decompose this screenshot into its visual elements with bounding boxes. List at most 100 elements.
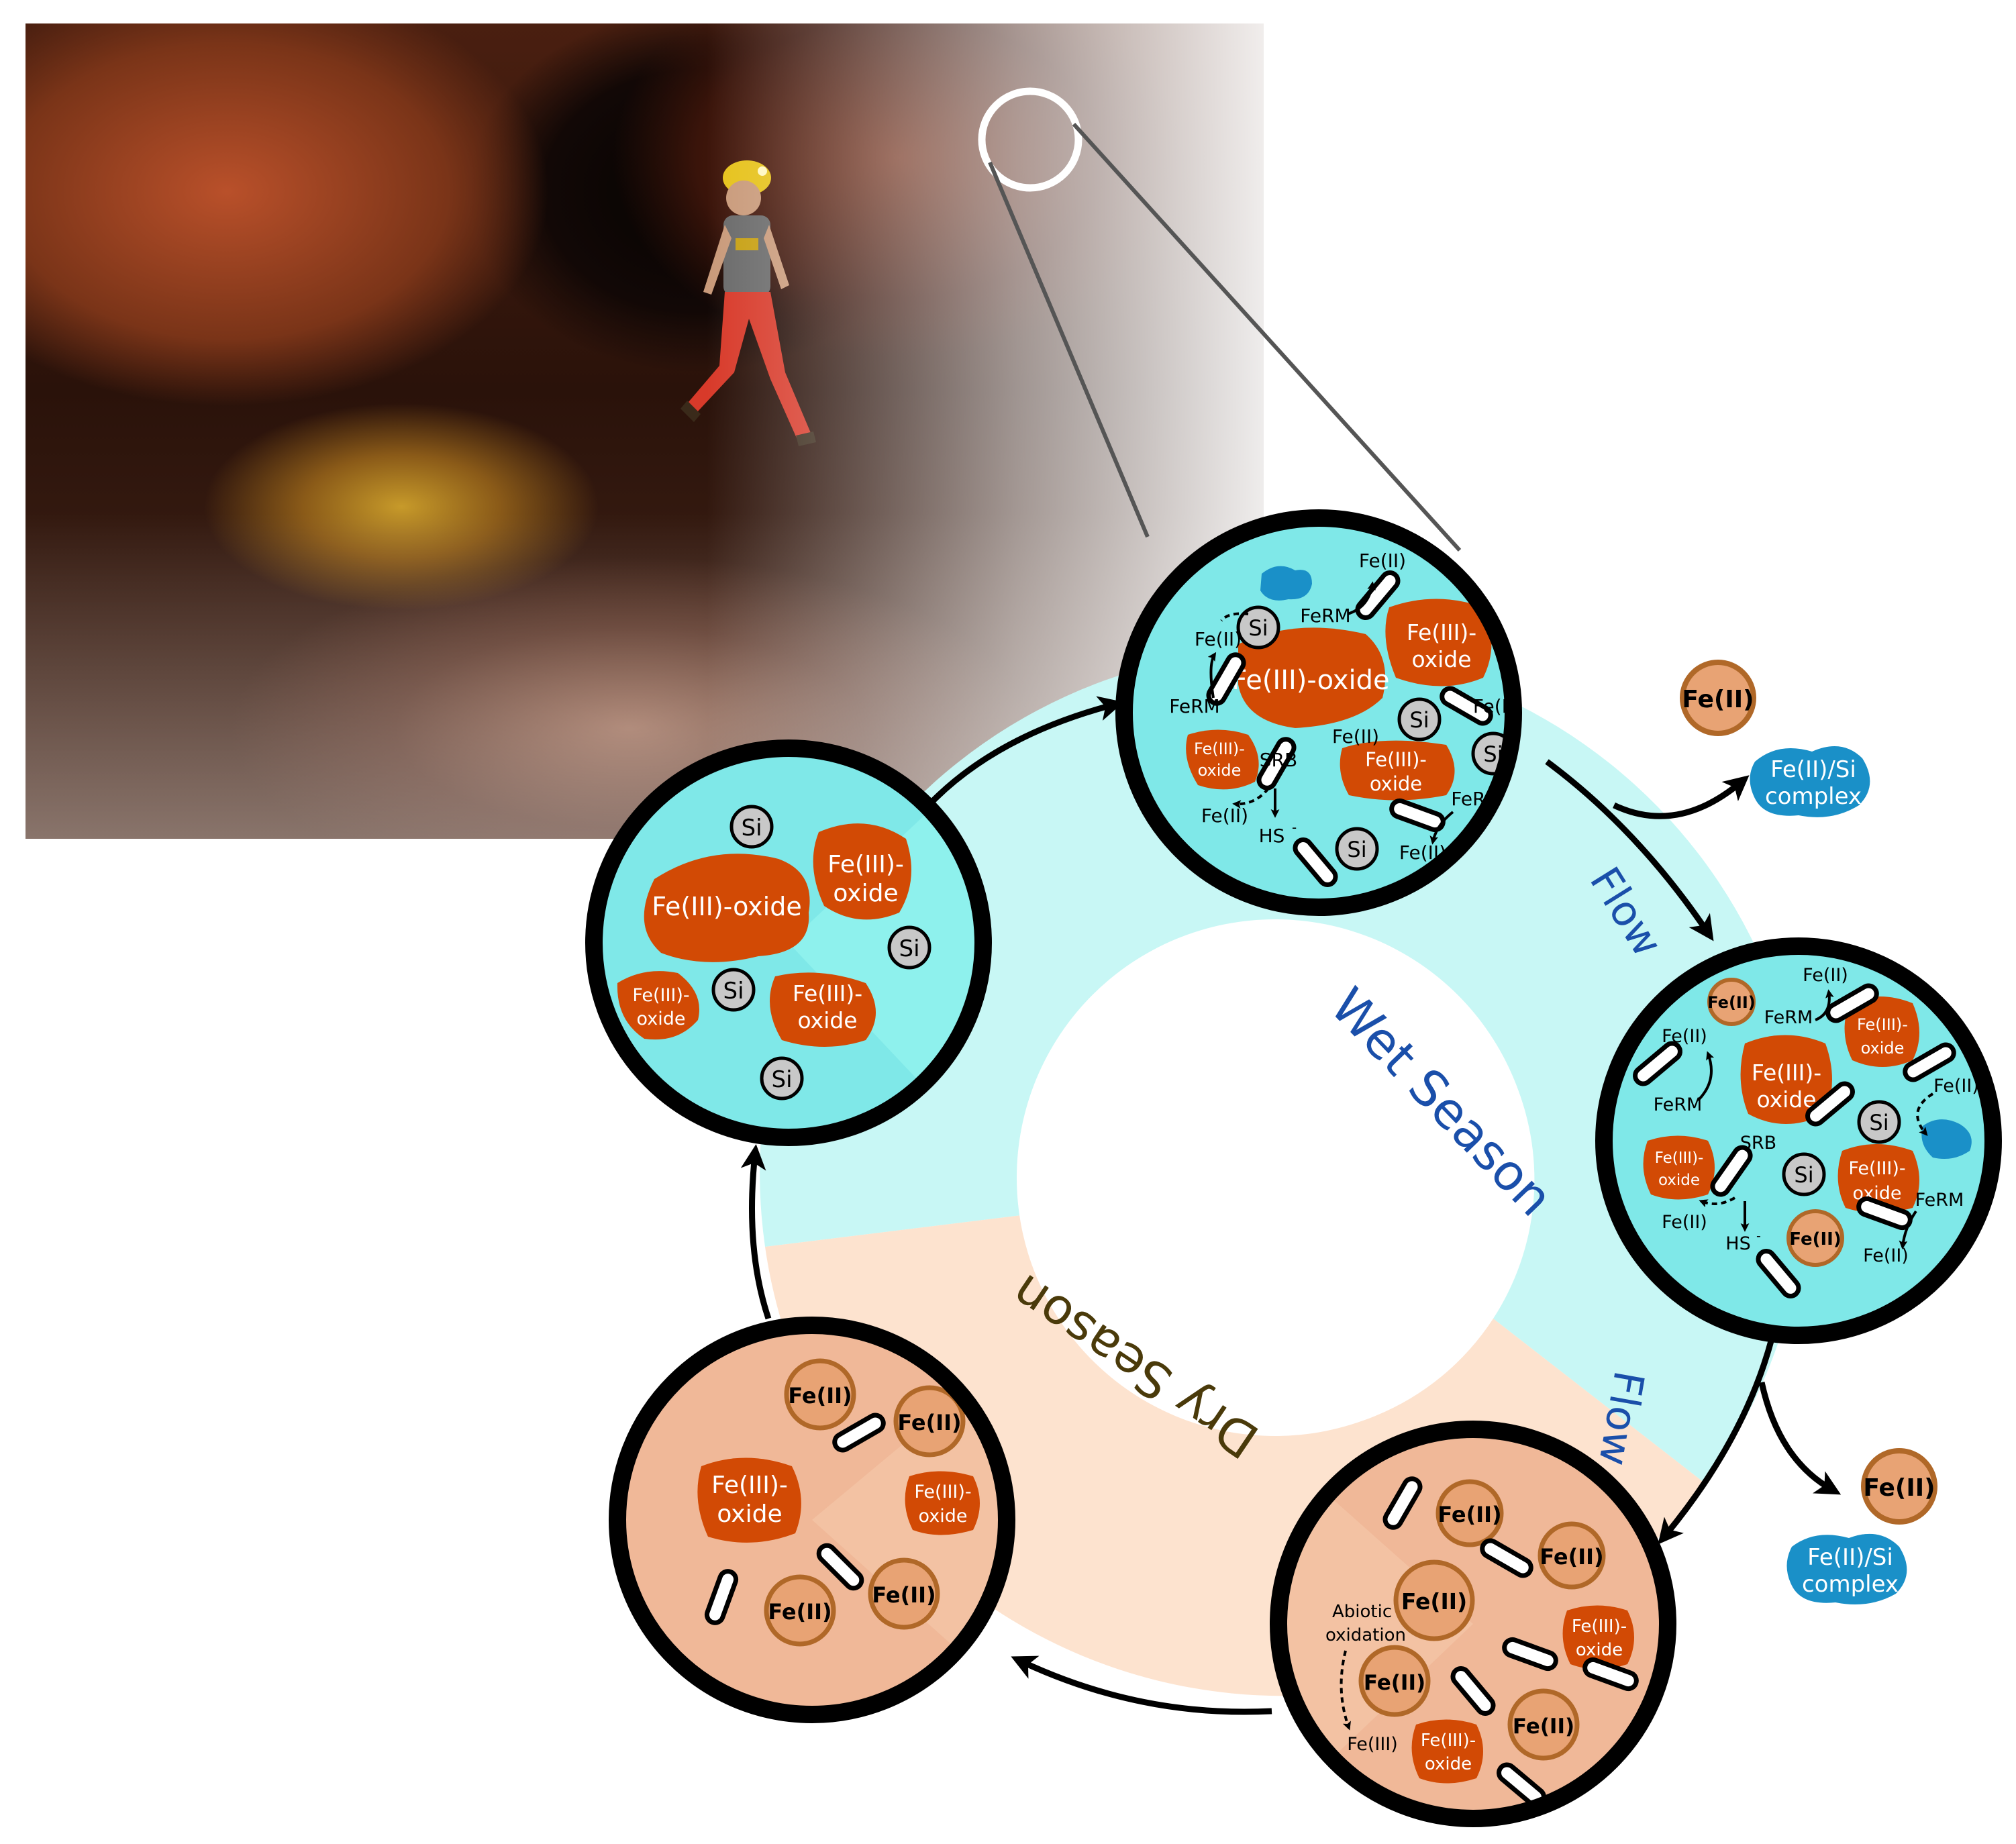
svg-text:Abiotic: Abiotic — [1332, 1602, 1392, 1622]
arrow-c4-to-c5 — [1011, 1655, 1272, 1715]
svg-text:Fe(II): Fe(II) — [1513, 1714, 1574, 1739]
wet-season-band — [760, 649, 1807, 1483]
fe2-particle — [1358, 1645, 1431, 1717]
svg-text:Fe(II): Fe(II) — [1401, 1588, 1467, 1615]
magnifier-line-left — [988, 161, 1150, 538]
svg-text:Fe(II): Fe(II) — [1789, 1229, 1841, 1249]
svg-text:Fe(III)-oxide: Fe(III)-oxide — [652, 892, 801, 921]
fe2-particle — [1435, 1479, 1504, 1547]
fe3-oxide-blob — [1562, 1605, 1634, 1670]
svg-text:Fe(II)/Si: Fe(II)/Si — [1807, 1544, 1893, 1571]
svg-text:Fe(III)-: Fe(III)- — [1421, 1731, 1476, 1751]
svg-text:Fe(III): Fe(III) — [1347, 1734, 1398, 1755]
svg-text:Si: Si — [1794, 1162, 1813, 1188]
svg-text:Si: Si — [1248, 615, 1268, 641]
svg-text:oxide: oxide — [1861, 1039, 1905, 1058]
svg-text:Fe(II): Fe(II) — [1332, 725, 1379, 748]
fe3-oxide-blob — [1740, 1035, 1832, 1124]
fe3-oxide-blob — [1837, 1144, 1919, 1213]
arrow-c1-to-c2 — [917, 696, 1124, 817]
svg-text:HS: HS — [1725, 1233, 1750, 1254]
svg-text:Fe(II): Fe(II) — [1682, 686, 1754, 713]
svg-text:Fe(II): Fe(II) — [1803, 965, 1848, 986]
svg-text:Fe(III)-: Fe(III)- — [793, 980, 862, 1007]
svg-text:Fe(II): Fe(II) — [1359, 550, 1406, 572]
si-complex-icon — [1786, 1533, 1907, 1605]
fe3-oxide-blob — [1238, 627, 1386, 728]
svg-text:Fe(III)-: Fe(III)- — [632, 985, 689, 1006]
fe2-particle — [1507, 1688, 1580, 1761]
fe3-oxide-blob — [697, 1457, 801, 1543]
fe2-particle — [784, 1358, 856, 1431]
si-complex-icon — [1921, 1119, 1972, 1160]
fe3-oxide-blob — [644, 854, 810, 962]
circle-2-wet-microbes: Fe(III)-oxide Fe(III)- oxide Fe(III)- ox… — [1115, 509, 1522, 916]
svg-text:Si: Si — [1347, 837, 1366, 862]
svg-text:Fe(III)-: Fe(III)- — [1655, 1149, 1704, 1167]
svg-text:Fe(II): Fe(II) — [1863, 1245, 1909, 1266]
fe2-particle — [1786, 1209, 1844, 1267]
svg-text:Fe(III)-: Fe(III)- — [711, 1472, 788, 1499]
magnifier-line-right — [1072, 122, 1462, 552]
fe2-particle — [868, 1557, 940, 1630]
svg-text:SRB: SRB — [1260, 749, 1297, 771]
fe2-particle — [1393, 1559, 1475, 1641]
svg-text:Fe(III)-: Fe(III)- — [1365, 748, 1427, 771]
svg-text:Si: Si — [1869, 1110, 1888, 1135]
svg-text:FeRM: FeRM — [1915, 1190, 1964, 1211]
svg-text:-: - — [1756, 1229, 1761, 1243]
svg-text:Fe(II): Fe(II) — [1707, 993, 1756, 1012]
svg-text:Fe(III)-: Fe(III)- — [1572, 1617, 1627, 1637]
svg-text:Fe(III)-: Fe(III)- — [1407, 619, 1476, 646]
circle-5-dry: Fe(II) Fe(II) Fe(II) Fe(II) Fe(III)- oxi… — [609, 1317, 1015, 1723]
svg-text:oxide: oxide — [1658, 1172, 1700, 1189]
svg-text:oxide: oxide — [717, 1500, 782, 1528]
magnifier-lens — [978, 87, 1082, 192]
arrow-export-1 — [1613, 775, 1750, 819]
svg-text:Fe(III)-oxide: Fe(III)-oxide — [1231, 665, 1389, 696]
fe3-oxide-blob — [1643, 1135, 1715, 1200]
svg-text:Fe(III)-: Fe(III)- — [1848, 1158, 1905, 1179]
fe3-oxide-blob — [1411, 1719, 1483, 1784]
fe3-oxide-blob — [1844, 996, 1919, 1067]
svg-text:FeRM: FeRM — [1169, 695, 1219, 717]
svg-text:Fe(III)-: Fe(III)- — [1752, 1060, 1821, 1086]
svg-text:oxide: oxide — [1576, 1640, 1623, 1660]
svg-text:Fe(II): Fe(II) — [1195, 628, 1242, 650]
fe3-oxide-blob — [905, 1471, 980, 1535]
si-complex-icon — [1750, 746, 1870, 817]
svg-text:Si: Si — [741, 815, 762, 841]
circle-4-dry-oxidation: Fe(II) Fe(II) Fe(II) Fe(II) Fe(II) Fe(II… — [1270, 1421, 1676, 1827]
svg-text:Si: Si — [899, 935, 919, 962]
svg-text:Fe(II): Fe(II) — [1662, 1026, 1707, 1047]
svg-text:oxide: oxide — [919, 1506, 968, 1527]
svg-text:Si: Si — [1409, 707, 1429, 733]
svg-text:Fe(II): Fe(II) — [1933, 1076, 1979, 1096]
svg-text:Fe(III)-: Fe(III)- — [914, 1482, 971, 1502]
svg-text:oxide: oxide — [1756, 1086, 1816, 1113]
svg-text:Fe(III)-: Fe(III)- — [1857, 1015, 1908, 1034]
svg-text:FeRM: FeRM — [1654, 1094, 1703, 1115]
svg-text:complex: complex — [1802, 1571, 1899, 1598]
svg-text:complex: complex — [1765, 783, 1862, 810]
arrow-c2-to-c3 — [1545, 759, 1714, 941]
fe3-oxide-blob — [1340, 740, 1455, 801]
svg-text:oxide: oxide — [1370, 772, 1422, 795]
fe2-particle — [893, 1385, 966, 1457]
svg-text:Fe(II): Fe(II) — [1201, 805, 1248, 827]
fe2-particle — [1538, 1521, 1606, 1590]
svg-text:Fe(III)-: Fe(III)- — [1194, 739, 1245, 758]
svg-text:SRB: SRB — [1740, 1133, 1776, 1154]
svg-text:Fe(II): Fe(II) — [1364, 1671, 1425, 1695]
fe3-oxide-blob — [813, 823, 911, 920]
svg-text:Fe(III)-: Fe(III)- — [827, 851, 904, 878]
arrow-c5-to-c1 — [740, 1143, 772, 1320]
svg-text:Fe(II): Fe(II) — [788, 1383, 852, 1408]
svg-text:Si: Si — [723, 978, 744, 1005]
fe3-oxide-blob — [770, 972, 876, 1047]
svg-text:Fe(II): Fe(II) — [897, 1410, 961, 1435]
svg-text:oxide: oxide — [797, 1007, 857, 1033]
arrow-export-2 — [1758, 1382, 1842, 1495]
